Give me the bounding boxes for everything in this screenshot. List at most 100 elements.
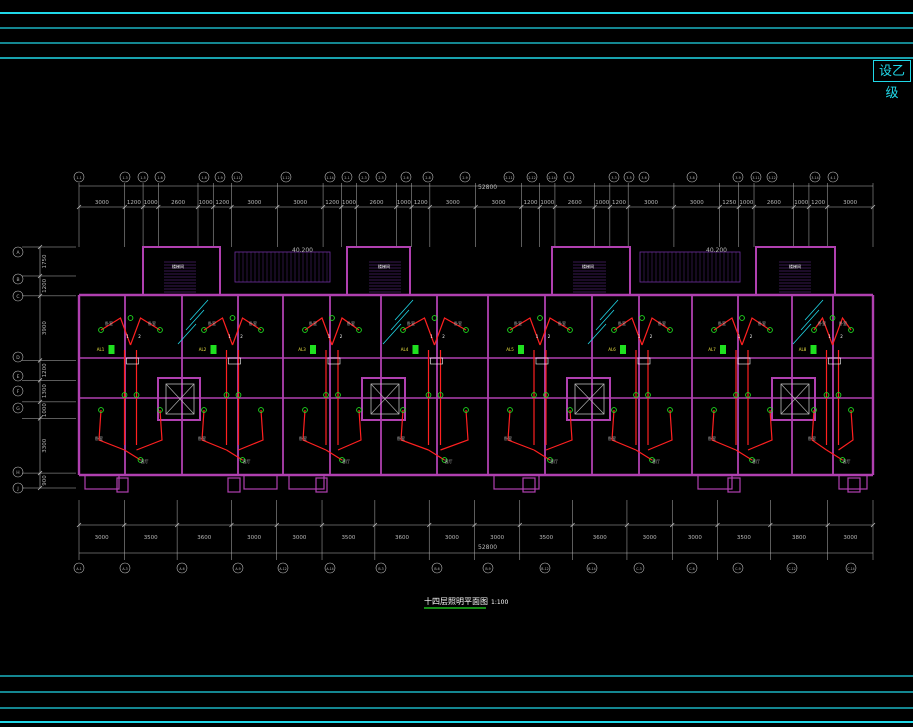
top-dim-text: 3000: [446, 200, 460, 206]
axis-label: 1-1: [76, 176, 81, 180]
axis-bubble: [341, 171, 353, 183]
top-dim-text: 1000: [342, 200, 356, 206]
dim-tick: [339, 204, 344, 210]
axis-bubble: [12, 290, 24, 302]
axis-label: 2-11: [505, 176, 512, 180]
axis-label: B-6: [434, 567, 439, 571]
circuit-wire: [831, 316, 852, 346]
ceiling-light: [437, 392, 444, 398]
axis-label: 2-3: [361, 176, 366, 180]
circuit-number: 1: [638, 334, 641, 339]
dim-tick: [319, 522, 325, 528]
ceiling-light: [633, 392, 639, 398]
axis-bubble: [732, 171, 744, 183]
ceiling-light: [98, 327, 104, 333]
dim-tick: [320, 204, 326, 210]
ceiling-light: [356, 407, 362, 413]
top-dim-text: 3000: [492, 200, 506, 206]
ceiling-light: [567, 407, 573, 413]
dim-tick: [570, 522, 575, 528]
dim-tick: [210, 204, 216, 210]
top-dim-text: 1000: [595, 200, 609, 206]
axis-label: 1-6: [157, 176, 162, 180]
dim-tick: [472, 522, 477, 528]
axis-bubble: [12, 402, 24, 414]
axis-label: 3-3: [611, 176, 616, 180]
dim-tick: [195, 204, 201, 210]
bathroom-fixture: [828, 357, 841, 365]
ceiling-light: [537, 315, 543, 321]
axis-bubble: [119, 562, 131, 574]
axis-label: A-14: [326, 567, 333, 571]
circuit-number: 1: [228, 334, 231, 339]
top-dim-text: 1200: [524, 200, 538, 206]
left-dim-text: 900: [42, 475, 48, 486]
ceiling-light: [302, 407, 308, 413]
room-label: 卧室: [347, 320, 355, 326]
room-label: 卧室: [514, 320, 522, 326]
circuit-wire: [741, 317, 771, 346]
axis-label: 1-14: [326, 176, 333, 180]
ceiling-light: [711, 327, 717, 333]
bottom-dim-text: 3500: [341, 535, 355, 541]
panel-label: AL4: [401, 347, 409, 352]
switch-leader: [185, 309, 205, 331]
stair-block: [142, 246, 221, 296]
panel-label: AL1: [97, 347, 105, 352]
circuit-wire: [641, 317, 671, 346]
circuit-wire: [509, 317, 541, 346]
room-label: 卧室: [454, 320, 462, 326]
switch-leader: [394, 299, 414, 321]
bottom-dim-text: 3600: [593, 535, 607, 541]
left-dim-text: 3900: [42, 321, 48, 335]
axis-bubble: [422, 171, 434, 183]
axis-label: C-9: [735, 567, 740, 571]
axis-label: 1-11: [233, 176, 240, 180]
dim-tick: [394, 204, 399, 210]
room-label: 客厅: [141, 458, 149, 464]
axis-bubble: [539, 562, 551, 574]
axis-label: E: [17, 374, 20, 380]
ceiling-light: [441, 457, 448, 463]
dim-tick: [122, 522, 127, 528]
ceiling-light: [339, 457, 345, 463]
ceiling-light: [400, 407, 406, 413]
room-label: 卧室: [95, 435, 103, 441]
dim-tick: [624, 522, 630, 528]
axis-bubble: [845, 562, 857, 574]
panel-label: AL2: [199, 347, 207, 352]
circuit-wire: [711, 409, 737, 451]
dim-tick: [768, 522, 773, 528]
circuit-wire: [100, 317, 132, 346]
bottom-dim-text: 3000: [445, 535, 459, 541]
circuit-wire: [331, 317, 360, 346]
ceiling-light: [121, 392, 128, 398]
dim-tick: [519, 204, 524, 210]
axis-bubble: [431, 562, 443, 574]
ceiling-light: [133, 392, 140, 398]
dim-tick: [517, 522, 523, 528]
bottom-dim-text: 3500: [144, 535, 158, 541]
top-dim-text: 1000: [794, 200, 808, 206]
dim-tick: [37, 273, 43, 279]
circuit-wire: [647, 409, 673, 451]
circuit-wire: [826, 449, 843, 461]
bottom-dim-text: 3000: [95, 535, 109, 541]
room-label: 卧室: [299, 435, 307, 441]
distribution-panel: [412, 345, 419, 354]
top-dim-text: 1000: [739, 200, 753, 206]
top-dim-text: 3000: [293, 200, 307, 206]
axis-bubble: [231, 171, 243, 183]
ceiling-light: [733, 392, 739, 398]
circuit-number: 2: [750, 334, 753, 339]
panel-label: AL3: [298, 347, 306, 352]
axis-bubble: [526, 171, 538, 183]
top-dim-text: 3000: [843, 200, 857, 206]
axis-bubble: [786, 562, 798, 574]
dim-tick: [76, 204, 82, 210]
axis-bubble: [608, 171, 620, 183]
distribution-panel: [720, 345, 726, 354]
axis-bubble: [686, 562, 698, 574]
room-label: 卧室: [818, 320, 826, 326]
